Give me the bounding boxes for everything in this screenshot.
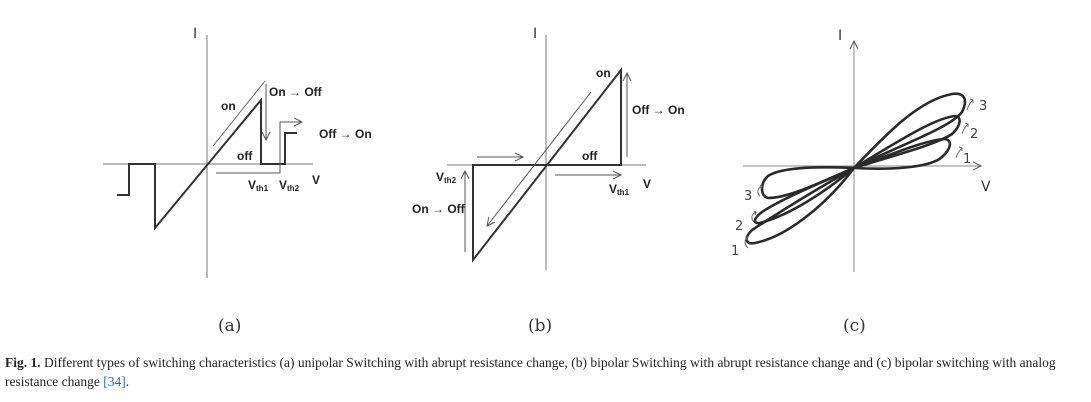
off-on-label: Off → On — [632, 103, 685, 117]
on-off-label: On → Off — [269, 85, 323, 99]
vth1-label: Vth1 — [248, 178, 269, 193]
on-label: on — [596, 66, 611, 80]
panel-b-diagram: I on Off → On off Vth2 On → Off Vth1 V (… — [412, 26, 685, 336]
i-axis-label: I — [838, 28, 842, 44]
panel-b-label: (b) — [528, 316, 552, 336]
on-label: on — [221, 99, 236, 113]
vth2-label: Vth2 — [279, 178, 300, 193]
loop-1-right — [853, 137, 952, 170]
vth1-label: Vth1 — [609, 182, 630, 197]
vth2-label: Vth2 — [436, 170, 457, 185]
caption-text: Different types of switching characteris… — [5, 355, 1056, 389]
loop-label-1-right: 1 — [963, 152, 971, 167]
loop-label-2-right: 2 — [970, 127, 978, 142]
on-arrow — [212, 80, 266, 147]
curl-arrow-icon — [966, 98, 974, 111]
curl-arrow-icon — [955, 146, 963, 159]
caption-prefix: Fig. 1. — [5, 355, 41, 370]
i-axis-label: I — [193, 26, 197, 42]
curl-arrow-icon — [961, 122, 969, 135]
panel-a-label: (a) — [218, 316, 241, 336]
off-label: off — [237, 149, 253, 163]
curl-arrow-icon — [751, 210, 757, 223]
panel-a-diagram: I on On → Off Off → On off Vth1 Vth2 V (… — [103, 26, 372, 336]
panel-c-label: (c) — [843, 316, 866, 336]
v-axis-label: V — [981, 179, 991, 195]
off-on-arrow — [216, 122, 302, 174]
loop-label-2-left: 2 — [735, 219, 743, 234]
citation-link[interactable]: [34] — [103, 374, 126, 389]
loop-2-right — [853, 114, 961, 170]
off-on-label: Off → On — [319, 127, 372, 141]
curl-arrow-icon — [757, 184, 763, 197]
loop-label-3-left: 3 — [744, 189, 752, 204]
off-label: off — [582, 149, 598, 163]
loop-2-left — [753, 166, 855, 225]
i-axis-label: I — [533, 26, 537, 42]
diagonal-arrow — [487, 91, 592, 226]
v-axis-label: V — [312, 173, 320, 187]
panel-c-diagram: I V 1 2 3 1 2 3 (c) — [731, 28, 991, 336]
loop-label-1-left: 1 — [731, 244, 739, 259]
iv-curve — [472, 67, 622, 263]
figure-caption: Fig. 1. Different types of switching cha… — [5, 353, 1090, 391]
loop-label-3-right: 3 — [979, 99, 987, 114]
caption-suffix: . — [125, 374, 130, 389]
curl-arrow-icon — [744, 235, 749, 249]
iv-curve — [117, 97, 297, 231]
loop-1-left — [745, 166, 856, 245]
figure: I on On → Off Off → On off Vth1 Vth2 V (… — [103, 26, 991, 336]
on-off-label: On → Off — [412, 202, 466, 216]
v-axis-label: V — [643, 177, 651, 191]
loop-3-right — [853, 92, 967, 170]
